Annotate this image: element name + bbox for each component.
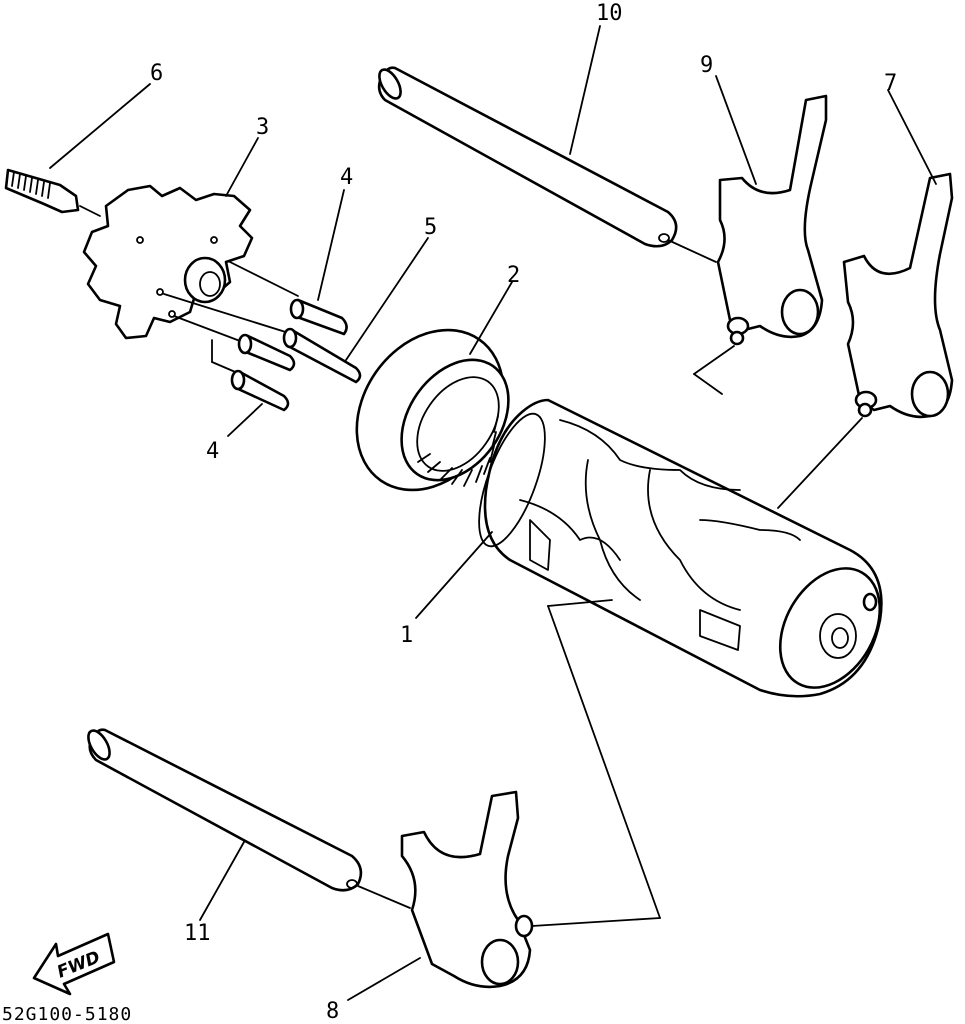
drawing-code: 52G100-5180 — [2, 1004, 132, 1024]
label-pin-top: 4 — [340, 165, 353, 190]
shift-drum — [478, 398, 883, 698]
label-guide-bar-top: 10 — [596, 1, 623, 26]
fork-bottom — [400, 599, 661, 989]
pin-middle — [237, 333, 296, 372]
label-fork-bottom: 8 — [326, 999, 339, 1024]
leader-lines — [49, 25, 937, 1001]
pin-top — [289, 298, 348, 336]
label-shift-drum: 1 — [400, 623, 413, 648]
label-fork-right: 7 — [884, 71, 897, 96]
fork-center — [693, 94, 828, 395]
label-bearing: 2 — [507, 263, 520, 288]
guide-bar-bottom — [87, 728, 411, 909]
drum-segment — [82, 184, 299, 375]
pin-bottom — [230, 369, 290, 412]
label-fork-center: 9 — [700, 53, 713, 78]
fwd-arrow-badge: FWD — [32, 932, 116, 996]
label-drum-segment: 3 — [256, 115, 269, 140]
label-guide-bar-bottom: 11 — [184, 921, 211, 946]
dowel-pin — [282, 327, 362, 384]
fork-right — [777, 172, 954, 509]
guide-bar-top — [377, 66, 717, 263]
label-dowel-pin: 5 — [424, 215, 437, 240]
bearing — [355, 328, 510, 492]
label-pin-bottom: 4 — [206, 439, 219, 464]
label-screw: 6 — [150, 61, 163, 86]
screw — [4, 168, 101, 217]
